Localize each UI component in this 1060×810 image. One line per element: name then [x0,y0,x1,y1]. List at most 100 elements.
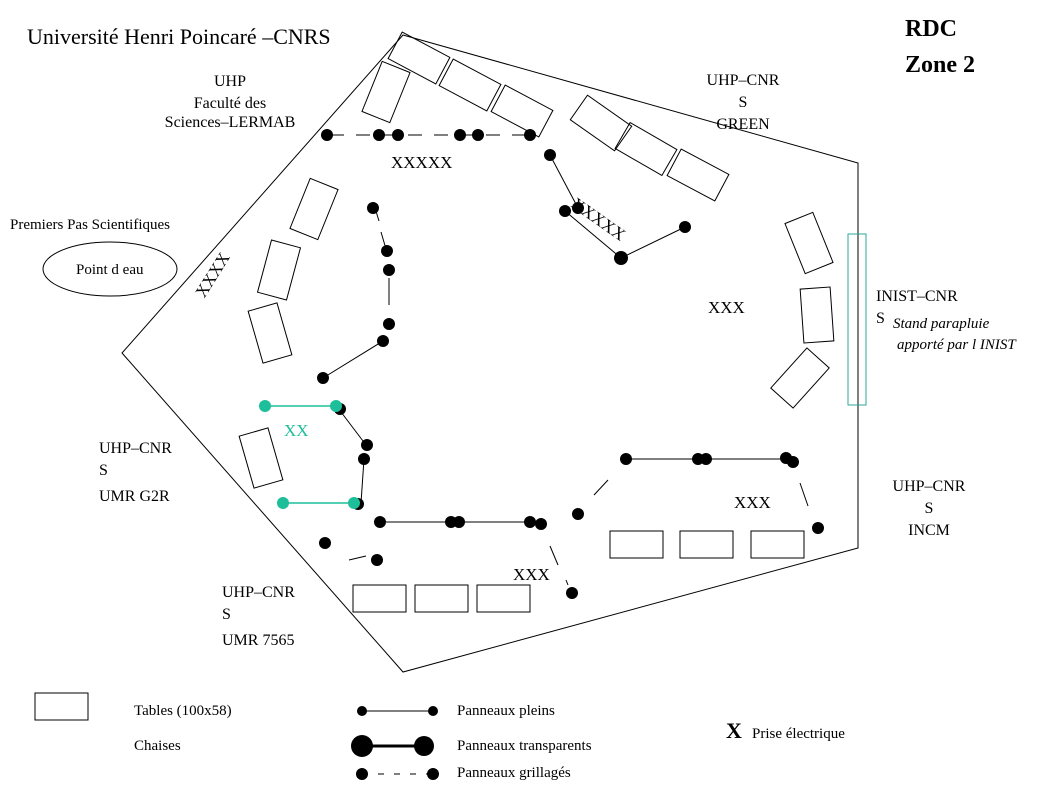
stand-line: UHP [213,73,246,90]
inist-note: Stand parapluie apporté par l INIST [893,314,1016,356]
panel-node [572,202,584,214]
teal-panels [265,405,354,504]
panel-node [620,453,632,465]
solid-panel-row-right [593,458,809,507]
panel-node [321,129,333,141]
panel-node [392,129,404,141]
table [247,302,293,364]
stand-label-umr7565: UHP–CNR S UMR 7565 [222,582,295,652]
panel-node [614,251,628,265]
legend-transparent-panel [351,735,434,757]
panel-node [524,516,536,528]
stand-line: Sciences–LERMAB [164,114,296,131]
stand-line: INCM [908,522,950,539]
level-label: RDC [905,16,957,42]
table [679,530,734,559]
legend-tables-label: Tables (100x58) [134,703,232,719]
stand-line: INIST–CNR [876,288,958,305]
table [784,211,834,275]
mesh-panel-nodes-top [321,129,536,141]
stand-line: S [99,462,108,479]
outlet-group-bottom-center: XXX [513,565,550,584]
table [490,84,554,138]
legend-mesh-panels-label: Panneaux grillagés [457,765,571,781]
panel-node [361,439,373,451]
stand-line: S [924,500,934,517]
legend-transparent-panels-label: Panneaux transparents [457,738,592,754]
table [414,584,469,613]
table [387,31,451,85]
legend-chairs-label: Chaises [134,738,181,754]
stand-line: GREEN [716,116,770,133]
table [352,584,407,613]
legend-solid-panels-label: Panneaux pleins [457,703,555,719]
legend-outlet-symbol: X [726,718,742,743]
panel-node [700,453,712,465]
legend-outlet-label: Prise électrique [752,726,845,742]
legend-solid-panel [357,706,438,716]
panel-node [566,587,578,599]
table [799,286,835,344]
stand-label-g2r: UHP–CNR S UMR G2R [99,438,172,508]
panel-node [371,554,383,566]
panel-node [787,456,799,468]
table [289,177,339,241]
panel-node [373,129,385,141]
panel-node [383,264,395,276]
panel-node [374,516,386,528]
panel-node [544,149,556,161]
stand-line: UHP–CNR [892,478,966,495]
table [256,239,302,301]
stand-line: UHP–CNR [99,440,172,457]
stand-label-inist: INIST–CNR S [876,286,958,330]
panel-node [812,522,824,534]
stand-line: UMR 7565 [222,632,295,649]
legend-mesh-panel [356,768,439,780]
zone-label: Zone 2 [905,52,976,78]
mesh-panel-bottom-diag [549,545,569,586]
stand-line: S [876,310,885,327]
panel-node [454,129,466,141]
note-line: Stand parapluie [893,316,990,332]
panel-node [572,508,584,520]
outlet-group-bottom-right: XXX [734,493,771,512]
table [750,530,805,559]
table [770,347,830,409]
stand-line: UHP–CNR [706,72,780,89]
note-line: apporté par l INIST [897,337,1016,353]
tables [238,31,835,613]
table [238,427,284,489]
panel-node [559,205,571,217]
panel-node [453,516,465,528]
table [438,58,502,112]
solid-panels-green [549,154,686,259]
panel-node [367,202,379,214]
water-point-ellipse [42,241,178,297]
table [614,121,678,177]
outlet-group-center-right: XXX [708,298,745,317]
teal-panel-node [348,497,360,509]
panel-node [358,453,370,465]
panel-node [383,318,395,330]
outlet-group-teal: XX [284,421,309,440]
table [609,530,664,559]
legend-table-swatch [34,692,89,721]
page-title: Université Henri Poincaré –CNRS [27,24,331,49]
panel-node [679,221,691,233]
teal-panel-node [330,400,342,412]
stand-line: UMR G2R [99,488,170,505]
table [569,94,633,152]
panel-node [377,335,389,347]
inist-umbrella-stand [847,233,867,406]
teal-panel-node [259,400,271,412]
outlet-group-top: XXXXX [391,153,453,172]
stand-label-green: UHP–CNR S GREEN [688,70,798,136]
water-point-label: Point d eau [76,262,144,278]
stand-line: UHP–CNR [222,584,295,601]
stand-label-premiers-pas: Premiers Pas Scientifiques [10,217,170,233]
stand-label-lermab: UHP Faculté des Sciences–LERMAB [140,71,320,134]
table [476,584,531,613]
zone-outline [121,34,859,673]
stand-line: S [738,94,748,111]
